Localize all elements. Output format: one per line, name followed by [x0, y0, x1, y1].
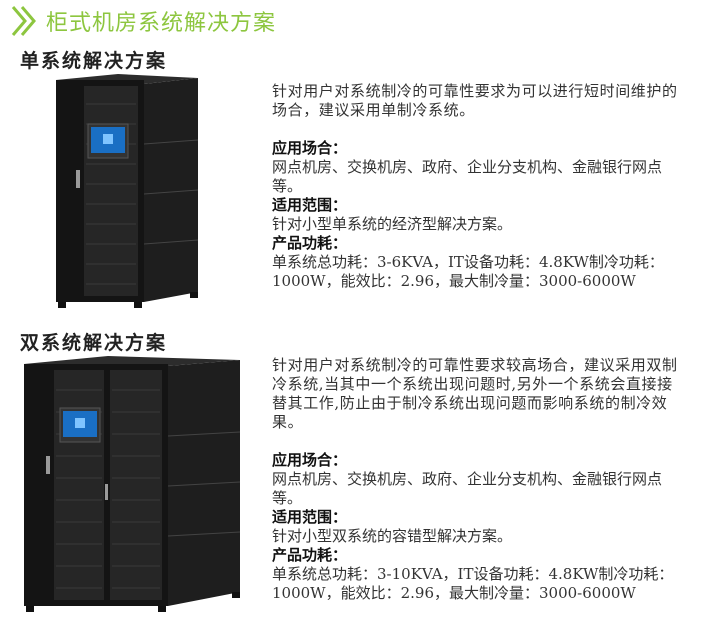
page-header: 柜式机房系统解决方案 [8, 4, 276, 38]
power-label: 产品功耗： [272, 546, 348, 564]
dual-cabinet-image [24, 356, 241, 612]
scope-text: 针对小型单系统的经济型解决方案。 [272, 215, 513, 233]
section-title-single: 单系统解决方案 [20, 50, 168, 72]
scenario-label: 应用场合： [272, 451, 348, 469]
page-title: 柜式机房系统解决方案 [46, 11, 277, 36]
power-text: 单系统总功耗：3-10KVA，IT设备功耗：4.8KW制冷功耗：1000W，能效… [272, 565, 674, 602]
scenario-text: 网点机房、交换机房、政府、企业分支机构、金融银行网点等。 [272, 158, 663, 195]
section-dual-description: 针对用户对系统制冷的可靠性要求较高场合，建议采用双制冷系统,当其中一个系统出现问… [272, 356, 682, 603]
double-chevron-right-icon [11, 6, 36, 36]
scope-label: 适用范围： [272, 196, 348, 214]
scenario-label: 应用场合： [272, 139, 348, 157]
section-dual-intro: 针对用户对系统制冷的可靠性要求较高场合，建议采用双制冷系统,当其中一个系统出现问… [272, 356, 678, 431]
section-single-intro: 针对用户对系统制冷的可靠性要求为可以进行短时间维护的场合，建议采用单制冷系统。 [272, 82, 678, 119]
section-title-dual: 双系统解决方案 [20, 332, 168, 354]
scope-label: 适用范围： [272, 508, 348, 526]
power-text: 单系统总功耗：3-6KVA，IT设备功耗：4.8KW制冷功耗：1000W，能效比… [272, 253, 664, 290]
section-single-description: 针对用户对系统制冷的可靠性要求为可以进行短时间维护的场合，建议采用单制冷系统。 … [272, 82, 682, 291]
scenario-text: 网点机房、交换机房、政府、企业分支机构、金融银行网点等。 [272, 470, 663, 507]
power-label: 产品功耗： [272, 234, 348, 252]
single-cabinet-image [56, 74, 199, 308]
scope-text: 针对小型双系统的容错型解决方案。 [272, 527, 513, 545]
